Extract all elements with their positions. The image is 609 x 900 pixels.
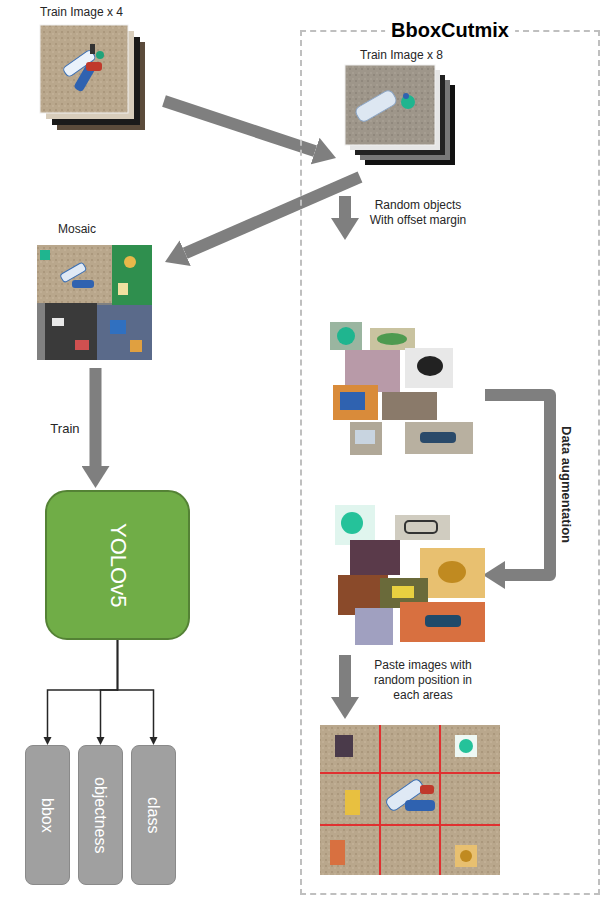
image-stack: Train Image x 8 [340,48,471,173]
image-stack: Mosaic [30,222,161,364]
object-crops [330,322,473,455]
cap [96,51,104,59]
flow-arrow [90,368,102,466]
image-heading: Mosaic [30,222,161,237]
pasted-object [455,845,477,867]
pasted-object [460,850,472,862]
crop [333,385,378,420]
edge-label: Train [48,421,81,436]
grid-line [379,725,381,875]
flow-arrow [185,177,360,253]
bottle [72,280,94,288]
pasted-object [455,735,477,757]
output-arrow [101,640,118,737]
image-stack: Train Image x 4 [30,5,161,133]
grid-line [320,824,500,826]
pasted-object [118,283,128,295]
bottle [354,89,398,124]
crop-object [392,586,414,598]
step-label: Paste images with random position in eac… [362,658,484,703]
bboxcutmix-result [320,725,500,875]
pasted-object [459,739,473,753]
crop [395,515,450,540]
bottle [405,800,435,811]
crop [370,328,415,350]
bottle [90,44,95,54]
pasted-object [130,340,142,352]
pasted-object [335,735,353,757]
pasted-object [75,340,89,350]
box-label: YOLOv5 [105,523,129,607]
crop [330,322,362,350]
pasted-object [40,250,50,260]
crop-object [405,521,437,533]
crop-object [355,430,375,444]
augmented-crops [335,505,485,645]
model-box: YOLOv5 [45,490,190,640]
mosaic-tile [37,245,112,303]
mosaic-tile [45,303,97,360]
output-arrow [118,640,154,737]
crop-object [438,561,466,583]
step-label: Data augmentation [558,426,574,543]
pasted-object [110,320,126,334]
box-label: objectness [92,777,110,854]
flow-arrow [164,101,315,151]
mosaic-tile [112,245,152,305]
crop [400,602,485,642]
pasted-object [345,790,360,815]
image-stack [40,25,145,130]
crop [405,422,473,454]
mosaic-tile [97,305,152,360]
crop [355,608,393,645]
group-title: BboxCutmix [385,17,515,43]
crop-object [340,392,365,410]
box-label: class [145,797,163,833]
box-label: bbox [39,798,57,833]
crop [350,422,382,455]
pasted-object [330,840,345,865]
output-box: bbox [25,745,70,885]
grid-line [320,772,500,774]
grid-line [439,725,441,875]
output-arrow [48,640,118,737]
cap [403,93,409,99]
image-heading: Train Image x 8 [340,48,471,63]
step-label: Random objects With offset margin [362,198,474,228]
crop [405,348,453,388]
pasted-object [52,318,64,326]
output-box: class [131,745,176,885]
dashed-group: Train Image x 8BboxCutmix [300,30,600,895]
crop-object [341,512,363,534]
bottle [60,262,87,283]
can [86,62,102,71]
crop-object [417,356,443,376]
result-photo [320,725,500,875]
crop [382,392,437,420]
crop [420,548,485,598]
can [420,785,434,794]
step-arrow [339,655,351,697]
pasted-object [124,256,136,268]
crop-object [420,432,456,443]
crop [350,540,400,575]
augmentation-arrow [485,395,550,575]
image-heading: Train Image x 4 [30,5,161,20]
mosaic-ground [37,245,152,360]
step-arrow [339,196,351,218]
train-photo [40,25,128,113]
output-box: objectness [78,745,123,885]
crop-object [425,615,461,627]
crop-object [377,333,407,345]
train-photo [345,65,435,145]
image-stack [345,65,455,165]
crop-object [337,327,355,345]
mosaic-image [37,245,152,360]
crop [335,505,375,545]
